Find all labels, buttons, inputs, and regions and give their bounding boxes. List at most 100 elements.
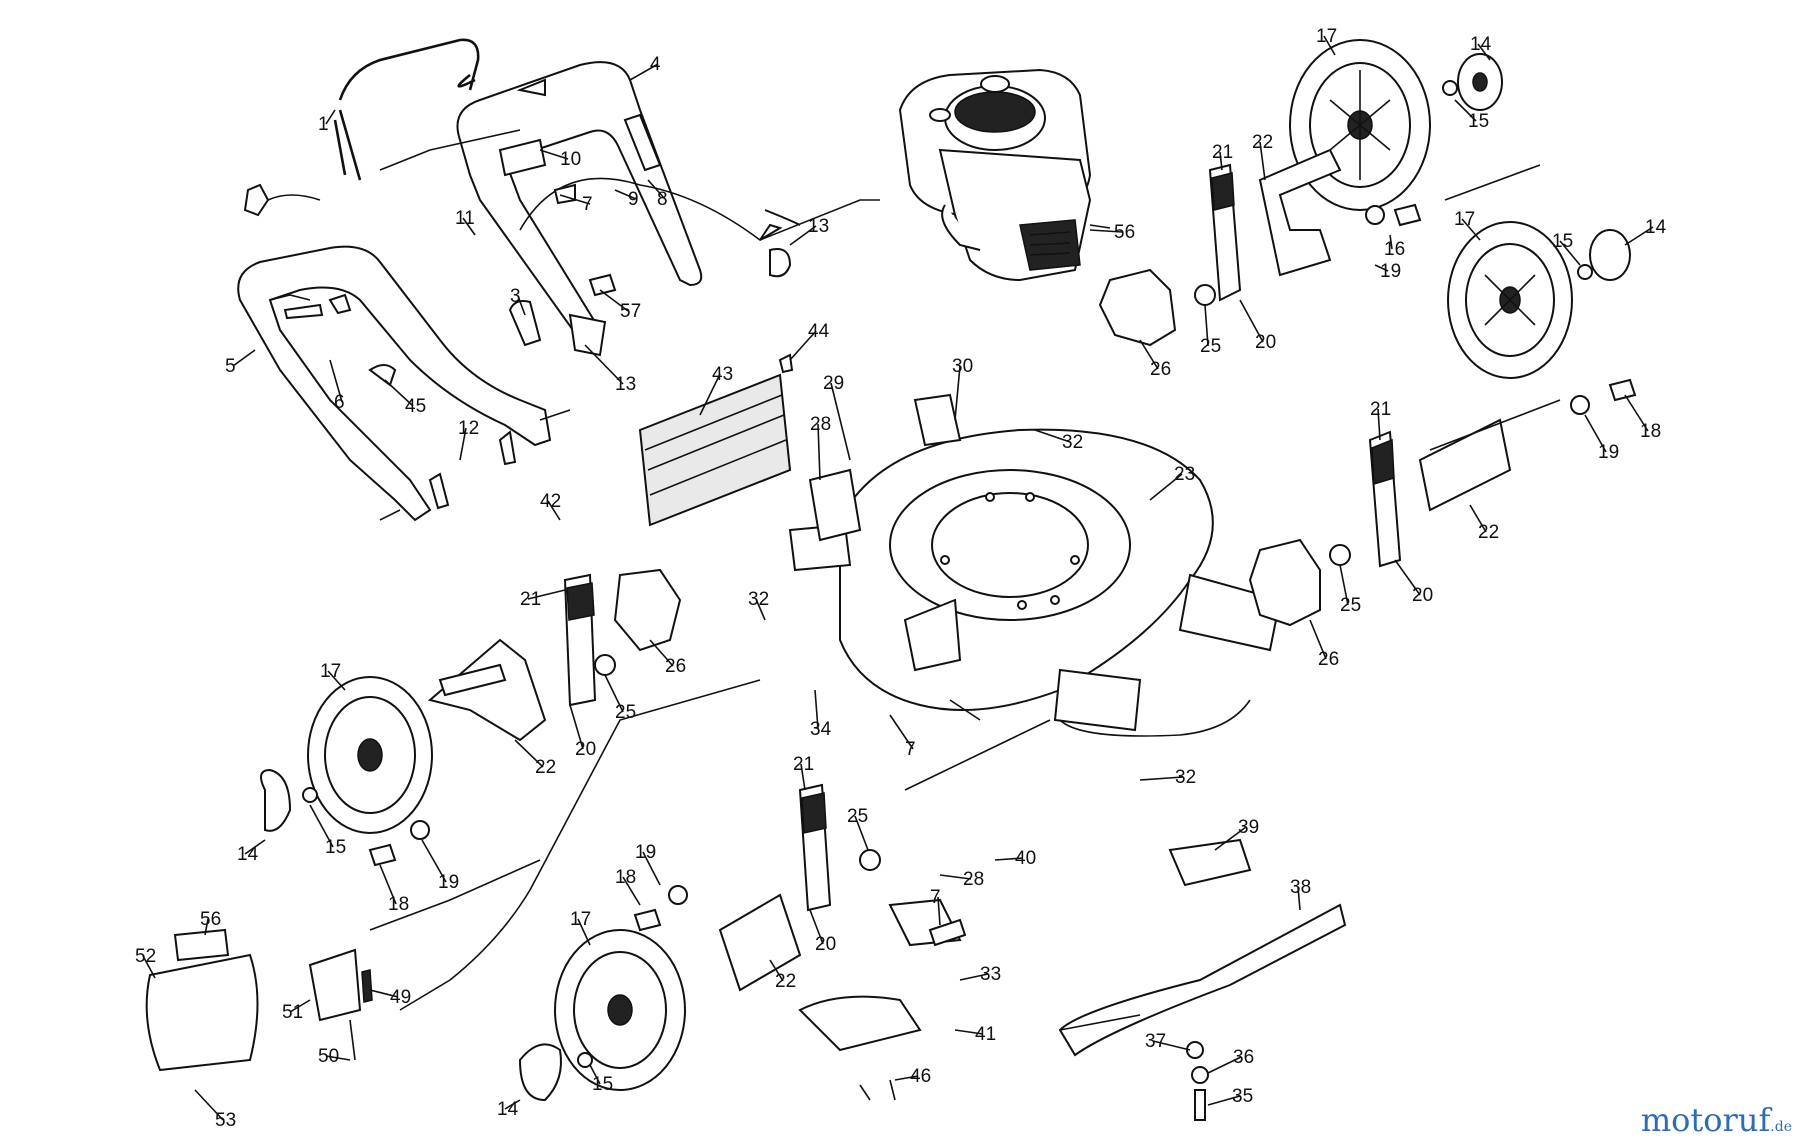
part-callout-41: 41 <box>975 1024 996 1045</box>
leader-line <box>589 1064 601 1085</box>
part-callout-32: 32 <box>1062 432 1083 453</box>
part-callout-32: 32 <box>1175 767 1196 788</box>
watermark-tld: .de <box>1770 1119 1792 1135</box>
part-callout-15: 15 <box>592 1074 613 1095</box>
leader-line <box>1139 776 1184 781</box>
front-wheel-left <box>260 638 547 867</box>
leader-line <box>1454 99 1477 122</box>
part-callout-9: 9 <box>628 189 639 210</box>
leader-line <box>809 909 824 945</box>
grass-chute <box>145 679 761 1072</box>
leader-line <box>1309 619 1327 660</box>
part-callout-25: 25 <box>1340 595 1361 616</box>
leader-line <box>1149 473 1183 501</box>
leader-line <box>517 295 526 316</box>
front-wheel-bottom <box>518 783 881 1102</box>
leader-line <box>539 149 569 160</box>
leader-line <box>789 330 817 361</box>
upper-handle-assembly <box>243 38 880 357</box>
rear-trim-43 <box>638 353 794 527</box>
part-callout-35: 35 <box>1232 1086 1253 1107</box>
leader-line <box>559 194 591 205</box>
leader-line <box>599 289 629 312</box>
part-callout-10: 10 <box>560 149 581 170</box>
part-callout-7: 7 <box>582 194 593 215</box>
leader-line <box>329 359 343 403</box>
leader-line <box>514 739 544 768</box>
leader-line <box>504 1099 521 1110</box>
part-callout-22: 22 <box>775 971 796 992</box>
leader-line <box>647 179 666 200</box>
part-callout-45: 45 <box>405 396 426 417</box>
part-callout-56: 56 <box>1114 222 1135 243</box>
part-callout-22: 22 <box>535 757 556 778</box>
part-callout-28: 28 <box>963 869 984 890</box>
leader-line <box>1389 234 1393 250</box>
part-callout-13: 13 <box>615 374 636 395</box>
leader-line <box>584 344 624 385</box>
part-callout-12: 12 <box>458 418 479 439</box>
part-callout-17: 17 <box>1454 209 1475 230</box>
leader-line <box>194 1089 224 1121</box>
rear-axle-brackets <box>1208 148 1637 568</box>
part-callout-33: 33 <box>980 964 1001 985</box>
leader-line <box>1394 559 1421 596</box>
part-callout-20: 20 <box>575 739 596 760</box>
leader-line <box>814 689 819 730</box>
part-callout-4: 4 <box>650 54 661 75</box>
part-callout-56: 56 <box>200 909 221 930</box>
part-callout-1: 1 <box>318 114 329 135</box>
leader-line <box>959 973 989 981</box>
part-callout-29: 29 <box>823 373 844 394</box>
leader-line <box>1034 429 1071 443</box>
leader-line <box>1624 226 1654 246</box>
leader-line <box>755 598 766 621</box>
part-callout-53: 53 <box>215 1110 236 1131</box>
leader-line <box>1339 564 1349 606</box>
leader-line <box>629 63 659 81</box>
part-callout-13: 13 <box>808 216 829 237</box>
part-callout-43: 43 <box>712 364 733 385</box>
part-callout-37: 37 <box>1145 1031 1166 1052</box>
part-callout-19: 19 <box>635 842 656 863</box>
leader-line <box>244 839 266 855</box>
part-callout-14: 14 <box>237 844 259 865</box>
part-callout-21: 21 <box>793 754 814 775</box>
part-callout-39: 39 <box>1238 817 1259 838</box>
leader-line <box>642 851 661 886</box>
part-callout-19: 19 <box>1598 442 1619 463</box>
leader-line <box>830 382 851 461</box>
leader-line <box>547 500 561 521</box>
leader-line <box>1207 1056 1242 1074</box>
part-callout-22: 22 <box>1252 132 1273 153</box>
part-callout-38: 38 <box>1290 877 1311 898</box>
part-callout-15: 15 <box>325 837 346 858</box>
leader-line <box>1477 43 1491 61</box>
leader-line <box>939 874 972 880</box>
leader-line <box>1152 1040 1191 1051</box>
leader-line <box>614 189 637 200</box>
part-callout-17: 17 <box>570 909 591 930</box>
part-callout-20: 20 <box>1412 585 1433 606</box>
part-callout-50: 50 <box>318 1046 339 1067</box>
leader-line <box>954 365 961 421</box>
leader-line <box>937 896 941 926</box>
leader-line <box>232 349 256 367</box>
part-callout-26: 26 <box>1150 359 1171 380</box>
leader-line <box>889 714 914 750</box>
leader-line <box>649 639 674 667</box>
part-callout-14: 14 <box>1645 217 1667 238</box>
leader-line <box>1469 504 1487 533</box>
leader-line <box>1239 299 1264 343</box>
mower-deck-23 <box>788 393 1282 791</box>
leader-line <box>1374 264 1389 272</box>
part-callout-26: 26 <box>665 656 686 677</box>
part-callout-52: 52 <box>135 946 156 967</box>
leader-line <box>1207 1095 1241 1106</box>
part-callout-21: 21 <box>1370 399 1391 420</box>
height-adjust-plates-right <box>1098 268 1351 627</box>
leader-line <box>289 999 311 1013</box>
part-callout-7: 7 <box>905 739 916 760</box>
leader-line <box>1089 229 1123 233</box>
engine <box>898 68 1111 282</box>
